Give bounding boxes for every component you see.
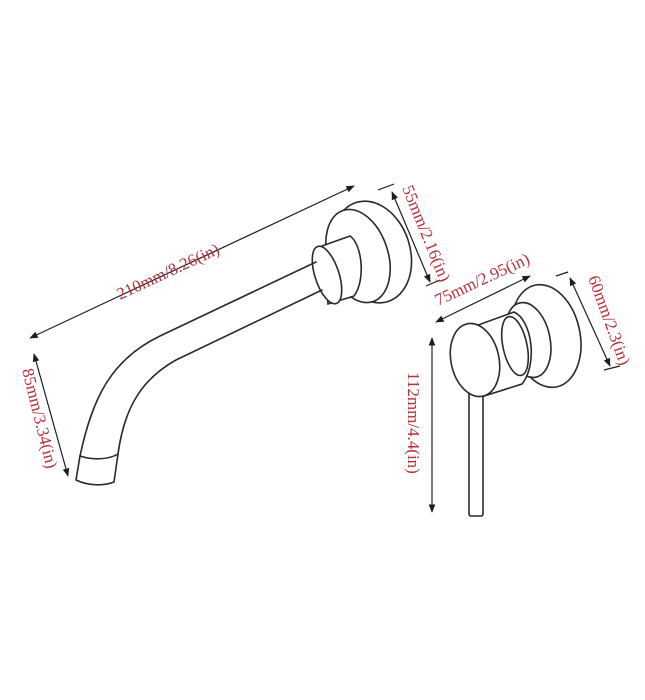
spout-drop-dimension: 85mm/3.34(in) — [18, 353, 70, 477]
mixer-flange-label: 60mm/2.3(in) — [584, 273, 634, 368]
mixer-drawing — [449, 283, 582, 517]
mixer-lever-dimension: 112mm/4.4(in) — [404, 337, 436, 513]
spout-drop-label: 85mm/3.34(in) — [18, 366, 61, 470]
spout-length-dimension: 210mm/8.26(in) — [29, 185, 355, 339]
spout-length-label: 210mm/8.26(in) — [114, 240, 223, 304]
mixer-lever-label: 112mm/4.4(in) — [404, 372, 423, 474]
